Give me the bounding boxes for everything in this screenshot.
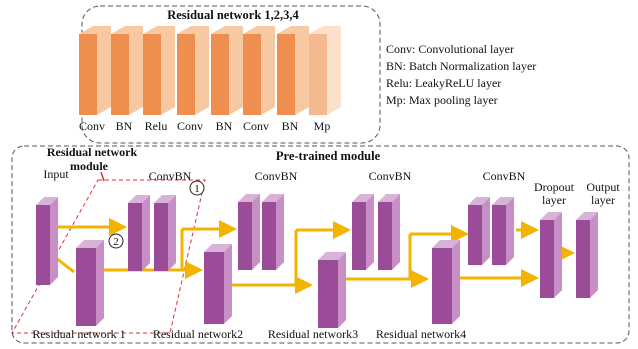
output-label-line2: layer xyxy=(591,193,615,207)
convbn-label-2: ConvBN xyxy=(255,169,298,183)
layer-block-relu-3 xyxy=(143,26,175,115)
convbn-3-bn-block xyxy=(378,194,400,270)
legend-item-relu: Relu: LeakyReLU layer xyxy=(386,76,501,90)
layer-block-conv-1 xyxy=(79,26,111,115)
legend-item-conv: Conv: Convolutional layer xyxy=(386,42,514,56)
layer-block-conv-4 xyxy=(177,26,209,115)
residual-network-2-block xyxy=(204,244,232,324)
layer-label-1: Conv xyxy=(79,119,105,133)
output-layer-block xyxy=(576,212,598,298)
residual-network-1-block xyxy=(76,240,104,326)
dropout-label: Dropout xyxy=(534,180,575,194)
bottom-layer-blocks xyxy=(36,194,598,328)
residual-network-label-2: Residual network2 xyxy=(153,327,243,341)
layer-block-bn-2 xyxy=(111,26,143,115)
legend-item-mp: Mp: Max pooling layer xyxy=(386,93,498,107)
input-block xyxy=(36,197,58,285)
output-label: Output xyxy=(586,180,620,194)
convbn-label-3: ConvBN xyxy=(369,169,412,183)
layer-block-bn-7 xyxy=(277,26,309,115)
layer-block-bn-5 xyxy=(211,26,243,115)
residual-network-4-block xyxy=(432,240,460,324)
connectors xyxy=(55,218,575,294)
residual-network-label-3: Residual network3 xyxy=(268,327,358,341)
path-marker-1: 1 xyxy=(189,180,205,196)
residual-module-region xyxy=(11,179,206,334)
convbn-4-bn-block xyxy=(492,197,514,265)
red-pointer xyxy=(100,171,105,182)
convbn-label-4: ConvBN xyxy=(483,169,526,183)
dropout-layer-block xyxy=(540,212,562,298)
residual-network-label-1: Residual network 1 xyxy=(32,327,125,341)
layer-label-2: BN xyxy=(116,119,133,133)
input-label: Input xyxy=(43,167,69,181)
convbn-1-conv-block xyxy=(128,195,150,271)
residual-module-label-line2: module xyxy=(70,159,109,173)
pretrained-module-panel xyxy=(11,145,630,344)
layer-label-6: Conv xyxy=(243,119,269,133)
legend-item-bn: BN: Batch Normalization layer xyxy=(386,59,536,73)
path-marker-2-label: 2 xyxy=(113,236,119,248)
residual-network-label-4: Residual network4 xyxy=(376,327,466,341)
residual-network-title: Residual network 1,2,3,4 xyxy=(167,8,299,22)
pretrained-module-title: Pre-trained module xyxy=(276,149,381,163)
layer-label-8: Mp xyxy=(314,119,331,133)
convbn-label-1: ConvBN xyxy=(149,169,192,183)
layer-block-mp-8 xyxy=(309,26,341,115)
path-marker-1-label: 1 xyxy=(194,183,200,195)
residual-network-panel xyxy=(81,5,381,144)
residual-network-3-block xyxy=(318,252,346,328)
convbn-2-conv-block xyxy=(238,194,260,270)
layer-label-7: BN xyxy=(282,119,299,133)
convbn-4-conv-block xyxy=(468,197,490,265)
convbn-3-conv-block xyxy=(352,194,374,270)
path-marker-2: 2 xyxy=(108,233,124,249)
residual-module-label: Residual network xyxy=(47,145,138,159)
layer-label-4: Conv xyxy=(177,119,203,133)
top-layer-stack: Conv BN Relu Conv BN Conv BN Mp xyxy=(79,26,341,133)
convbn-2-bn-block xyxy=(262,194,284,270)
convbn-1-bn-block xyxy=(154,195,176,271)
layer-label-5: BN xyxy=(216,119,233,133)
layer-block-conv-6 xyxy=(243,26,275,115)
dropout-label-line2: layer xyxy=(542,193,566,207)
legend: Conv: Convolutional layer BN: Batch Norm… xyxy=(386,42,536,107)
layer-label-3: Relu xyxy=(145,119,168,133)
